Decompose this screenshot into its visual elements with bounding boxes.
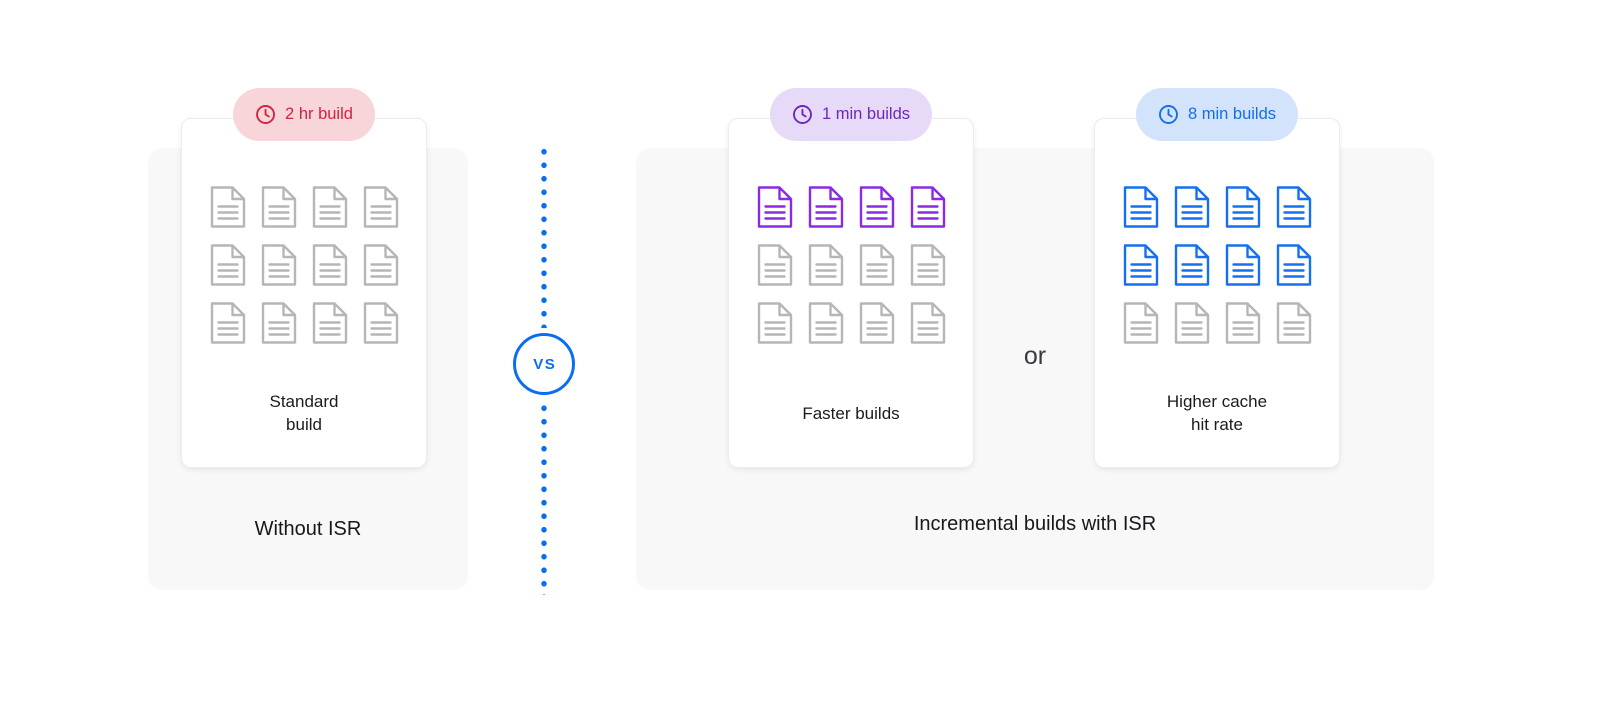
document-icon <box>1275 185 1313 229</box>
document-icon <box>909 301 947 345</box>
document-grid <box>182 185 426 345</box>
document-icon <box>1275 243 1313 287</box>
vs-badge: VS <box>513 333 575 395</box>
clock-icon <box>256 105 276 124</box>
document-icon <box>209 301 247 345</box>
document-icon <box>756 185 794 229</box>
document-icon <box>858 243 896 287</box>
card-title: Higher cache hit rate <box>1166 392 1268 434</box>
build-time-badge: 8 min builds <box>1135 88 1299 141</box>
document-icon <box>209 243 247 287</box>
document-icon <box>1275 301 1313 345</box>
document-icon <box>909 185 947 229</box>
document-grid <box>729 185 973 345</box>
document-icon <box>1122 185 1160 229</box>
build-time-badge: 1 min builds <box>769 88 933 141</box>
higher-cache-card: 8 min builds Higher cache hit rate <box>1094 88 1340 468</box>
document-icon <box>756 243 794 287</box>
without-isr-caption: Without ISR <box>254 518 362 540</box>
vs-circle-wrap: VS <box>508 328 580 400</box>
badge-label: 1 min builds <box>821 105 911 123</box>
or-label: or <box>1023 342 1047 370</box>
document-icon <box>807 185 845 229</box>
with-isr-caption: Incremental builds with ISR <box>913 513 1157 535</box>
document-icon <box>1122 301 1160 345</box>
standard-build-card: 2 hr build Standard build <box>181 88 427 468</box>
card-title: Standard build <box>269 392 339 434</box>
document-icon <box>1173 185 1211 229</box>
document-icon <box>311 185 349 229</box>
document-icon <box>1122 243 1160 287</box>
document-icon <box>807 301 845 345</box>
document-icon <box>362 243 400 287</box>
document-icon <box>362 301 400 345</box>
document-icon <box>1173 243 1211 287</box>
clock-icon <box>1159 105 1178 124</box>
document-icon <box>311 301 349 345</box>
document-icon <box>260 243 298 287</box>
document-icon <box>260 185 298 229</box>
document-icon <box>756 301 794 345</box>
document-icon <box>858 301 896 345</box>
document-icon <box>858 185 896 229</box>
faster-builds-card: 1 min builds Faster builds <box>728 88 974 468</box>
document-grid <box>1095 185 1339 345</box>
document-icon <box>260 301 298 345</box>
build-time-badge: 2 hr build <box>233 88 375 141</box>
document-icon <box>362 185 400 229</box>
document-icon <box>1224 301 1262 345</box>
document-icon <box>1173 301 1211 345</box>
document-icon <box>807 243 845 287</box>
document-icon <box>909 243 947 287</box>
card-title: Faster builds <box>802 403 900 423</box>
document-icon <box>1224 243 1262 287</box>
document-icon <box>209 185 247 229</box>
badge-label: 8 min builds <box>1187 105 1277 123</box>
clock-icon <box>793 105 812 124</box>
document-icon <box>311 243 349 287</box>
document-icon <box>1224 185 1262 229</box>
badge-label: 2 hr build <box>285 105 353 123</box>
